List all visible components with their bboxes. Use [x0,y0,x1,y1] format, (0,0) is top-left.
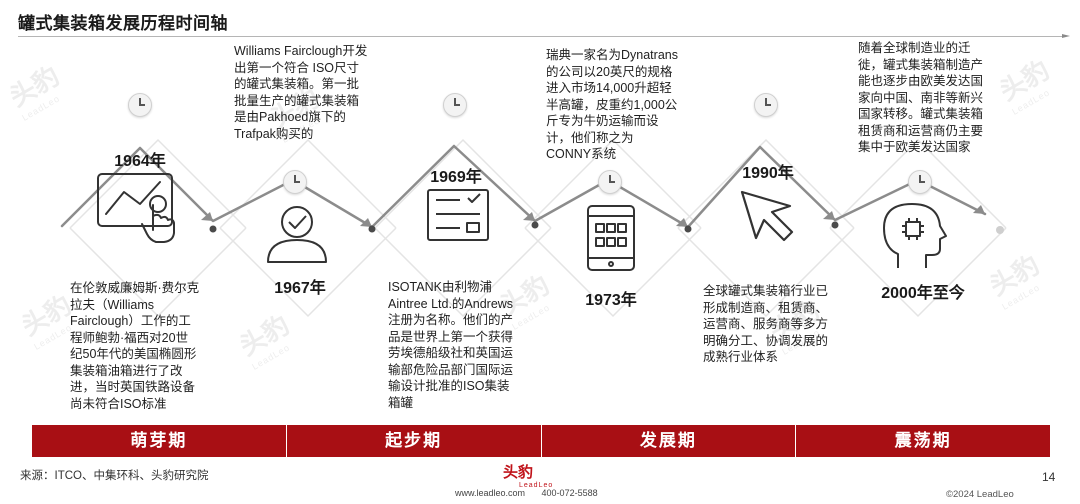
diamond-outline [69,138,247,229]
timeline-path [60,144,987,229]
arrow-head-icon [360,218,372,227]
logo-text: 头豹 [503,464,534,481]
phase-label: 起步期 [287,425,542,457]
diamond-outline [677,138,855,229]
source-note: 来源：ITCO、中集环科、头豹研究院 [20,470,209,482]
user-check-icon [267,206,327,263]
arrow-head-icon [823,211,835,220]
page-number: 14 [1042,470,1056,484]
diamond-outline [524,227,702,318]
diamond-outline [677,227,855,318]
milestone-description: 随着全球制造业的迁徙，罐式集装箱制造产能也逐步由欧美发达国家向中国、南非等新兴国… [858,41,984,154]
milestone-description: 全球罐式集装箱行业已形成制造商、租赁商、运营商、服务商等多方明确分工、协调发展的… [703,284,829,364]
diamond-outline [524,138,702,229]
footer-logo: 头豹 LeadLeo [503,461,553,489]
clock-icon [598,170,622,194]
cursor-icon [740,190,794,242]
clock-icon [908,170,932,194]
milestone-year: 1990年 [742,165,794,182]
junction-dot [368,225,376,233]
ai-head-icon [883,203,947,268]
milestone-year: 2000年至今 [881,285,965,302]
phase-label: 震荡期 [894,431,952,450]
milestone-description: Williams Fairclough开发出第一个符合 ISO尺寸的罐式集装箱。… [234,44,368,141]
milestone-year: 1967年 [274,280,326,297]
junction-dot [209,225,217,233]
milestone-description: 在伦敦威廉姆斯·费尔克拉夫（Williams Fairclough）工作的工程师… [70,281,200,411]
junction-dot [831,221,839,229]
phase-bar: 萌芽期 起步期 发展期 震荡期 [32,425,1050,457]
arrow-head-icon [201,212,213,221]
clock-icon [283,170,307,194]
milestone-description: 瑞典一家名为Dynatrans的公司以20英尺的规格进入市场14,000升超轻半… [546,48,678,161]
phone-number: 400-072-5588 [541,488,598,498]
diamond-outline [219,138,397,229]
footer-contact: www.leadleo.com 400-072-5588 [455,488,612,498]
junction-dot [684,225,692,233]
copyright-text: ©2024 LeadLeo [946,489,1014,500]
diamond-outline [374,227,552,318]
diamond-outline [69,227,247,318]
clock-icon [128,93,152,117]
logo-subtext: LeadLeo [519,482,554,489]
title-divider [18,34,1070,38]
arrow-head-icon [973,205,985,214]
tablet-icon [587,205,635,271]
diamond-outline [829,227,1007,318]
checklist-icon [427,189,489,241]
milestone-year: 1973年 [585,292,637,309]
diamond-outline [219,227,397,318]
milestone-year: 1969年 [430,169,482,186]
phase-label: 萌芽期 [32,425,287,457]
clock-icon [754,93,778,117]
milestone-year: 1964年 [114,153,166,170]
diamond-outline [829,138,1007,229]
clock-icon [443,93,467,117]
diamond-outline [374,138,552,229]
page-title: 罐式集装箱发展历程时间轴 [18,14,228,33]
milestone-description: ISOTANK由利物浦Aintree Ltd.的Andrews注册为名称。他们的… [388,280,514,410]
arrow-head-icon [676,218,688,227]
junction-dot [531,221,539,229]
phase-label: 发展期 [542,425,797,457]
website-link[interactable]: www.leadleo.com [455,488,526,498]
arrow-head-icon [523,212,535,221]
end-dot [996,226,1004,234]
touch-chart-icon [97,173,175,243]
